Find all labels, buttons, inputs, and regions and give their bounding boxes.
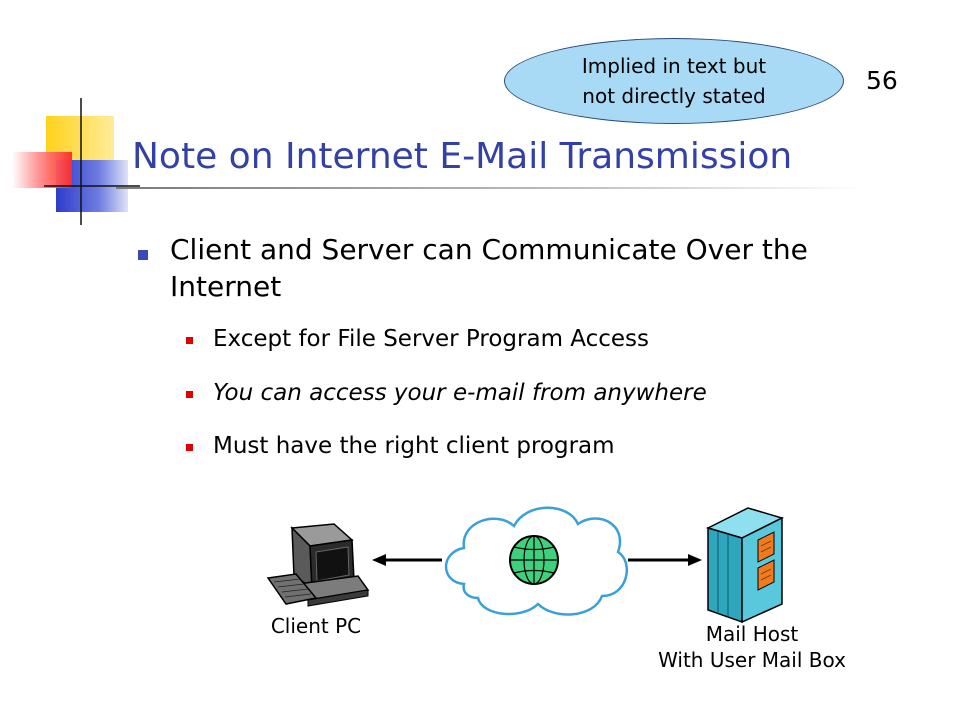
slide-number: 56 — [866, 66, 898, 95]
decorative-corner-graphic — [12, 98, 140, 225]
mail-host-sublabel: With User Mail Box — [658, 648, 846, 672]
sub-bullet-1: Except for File Server Program Access — [213, 326, 650, 352]
main-bullet-marker — [138, 250, 148, 260]
callout-line-1: Implied in text but — [581, 54, 767, 78]
sub-bullet-marker — [186, 337, 193, 344]
internet-cloud-icon — [444, 506, 628, 616]
slide-title: Note on Internet E-Mail Transmission — [132, 136, 793, 177]
callout-line-2: not directly stated — [582, 84, 766, 108]
connection-arrow-left — [372, 554, 442, 566]
title-underline — [116, 187, 866, 189]
mail-host-label: Mail Host — [705, 622, 799, 646]
client-pc-icon — [266, 523, 370, 607]
sub-bullet-marker — [186, 444, 193, 451]
client-pc-label: Client PC — [270, 614, 362, 638]
sub-bullet-marker — [186, 391, 193, 398]
callout-bubble: Implied in text but not directly stated — [504, 38, 844, 124]
main-bullet-text: Client and Server can Communicate Over t… — [170, 233, 808, 303]
mail-server-icon — [705, 507, 785, 624]
sub-bullet-3: Must have the right client program — [213, 433, 615, 459]
sub-bullet-2: You can access your e-mail from anywhere — [213, 380, 707, 406]
connection-arrow-right — [628, 554, 702, 566]
